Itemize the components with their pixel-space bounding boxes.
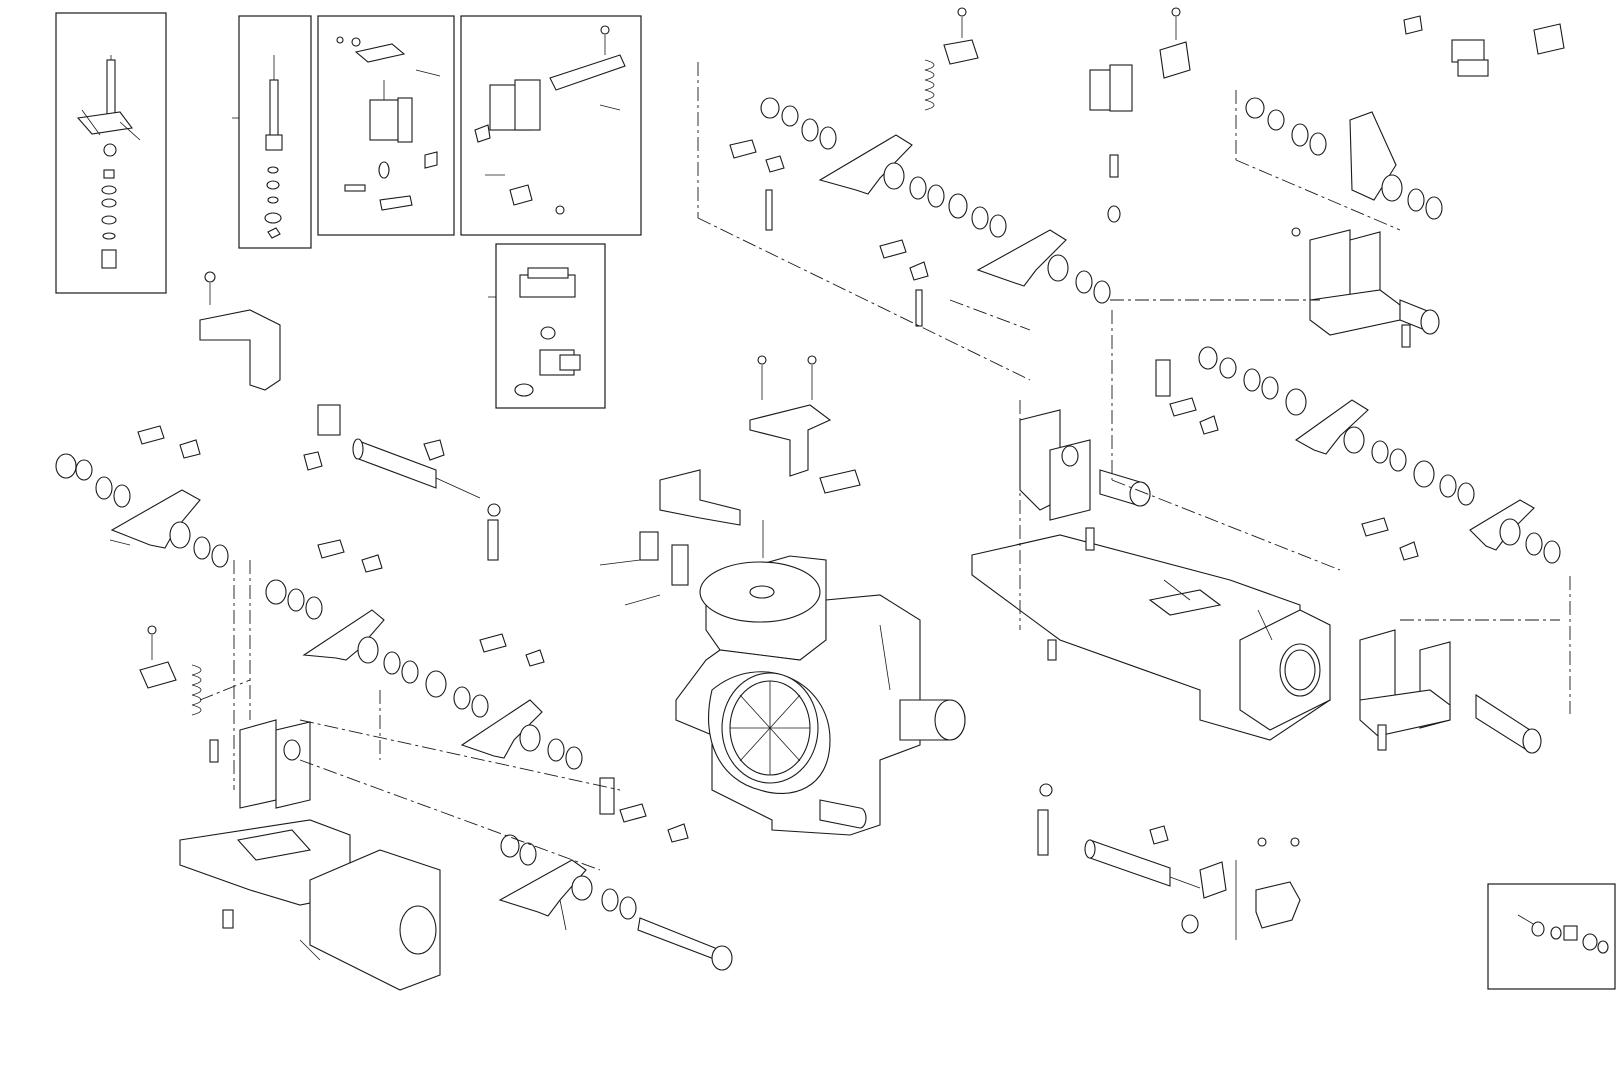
- bearing-stack-left-1: [56, 454, 228, 567]
- bearing-stack-top-1: [761, 98, 1006, 237]
- cylinder-assembly-upper-left: [200, 272, 500, 560]
- spring-assembly-top: [925, 8, 978, 110]
- gearbox-housing: [676, 556, 965, 835]
- centerlines-left: [200, 560, 620, 870]
- sensor-clips-left: [138, 426, 688, 842]
- spring-assembly-left: [140, 626, 201, 715]
- inset-valve-with-bracket: [318, 16, 454, 235]
- inset-valve-with-cylinder: [488, 244, 605, 408]
- valve-cluster-top: [1090, 8, 1190, 222]
- shaft-right-lower: [1360, 630, 1541, 753]
- shaft-left: [638, 918, 732, 970]
- shaft-right-upper: [1292, 228, 1439, 347]
- inset-spindle-assembly: [56, 13, 166, 293]
- bearing-stack-top-2: [978, 230, 1110, 303]
- inset-rod-assembly: [232, 16, 311, 248]
- cylinder-assembly-lower-right: [1038, 784, 1300, 940]
- right-base-plate: [972, 410, 1330, 740]
- valve-cluster-top-right: [1404, 16, 1564, 76]
- inset-seal-ring-kit: [1488, 884, 1615, 989]
- bearing-stack-left-2: [266, 580, 488, 717]
- bearing-stack-top-right: [1246, 98, 1442, 219]
- inset-valve-with-arm: [461, 16, 641, 235]
